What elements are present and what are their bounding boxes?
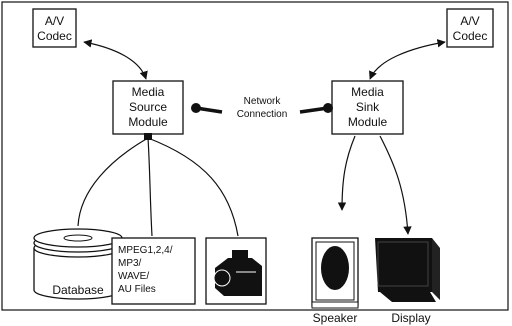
codec-left-arrow [83, 39, 148, 80]
monitor-icon: Display [375, 238, 440, 325]
sink-module-line2: Sink [356, 100, 380, 114]
media-files-box: MPEG1,2,4/ MP3/ WAVE/ AU Files [111, 237, 196, 305]
source-module-line1: Media [132, 85, 165, 99]
network-label-line2: Connection [237, 109, 288, 120]
media-sink-module: Media Sink Module [331, 80, 404, 135]
source-to-files-line [147, 137, 153, 237]
source-connector [144, 133, 152, 140]
av-codec-right: A/V Codec [446, 8, 494, 48]
outer-frame [1, 1, 509, 311]
database-label: Database [52, 283, 104, 297]
speaker-label: Speaker [313, 311, 358, 325]
av-codec-left-line2: Codec [37, 29, 72, 43]
av-codec-right-line2: Codec [453, 29, 488, 43]
sink-module-line3: Module [348, 115, 388, 129]
media-source-module: Media Source Module [112, 80, 184, 135]
source-module-line3: Module [128, 115, 168, 129]
source-to-database-line [77, 137, 149, 227]
database-icon: Database [33, 228, 123, 300]
network-label-line1: Network [244, 96, 282, 107]
media-files-line4: AU Files [118, 284, 156, 295]
camera-icon [205, 237, 267, 305]
sink-to-speaker-arrow [337, 135, 356, 211]
source-module-line2: Source [129, 100, 167, 114]
sink-module-line1: Media [351, 85, 384, 99]
media-files-line1: MPEG1,2,4/ [118, 245, 173, 256]
av-codec-right-line1: A/V [460, 14, 479, 28]
av-codec-left: A/V Codec [32, 8, 77, 48]
codec-right-arrow [369, 39, 446, 80]
source-to-camera-line [147, 137, 239, 237]
speaker-icon: Speaker [311, 237, 359, 325]
network-connection: Network Connection [191, 96, 333, 120]
media-files-line3: WAVE/ [118, 271, 149, 282]
sink-to-display-arrow [379, 135, 412, 235]
media-files-line2: MP3/ [118, 258, 142, 269]
av-codec-left-line1: A/V [45, 14, 64, 28]
display-label: Display [391, 311, 430, 325]
